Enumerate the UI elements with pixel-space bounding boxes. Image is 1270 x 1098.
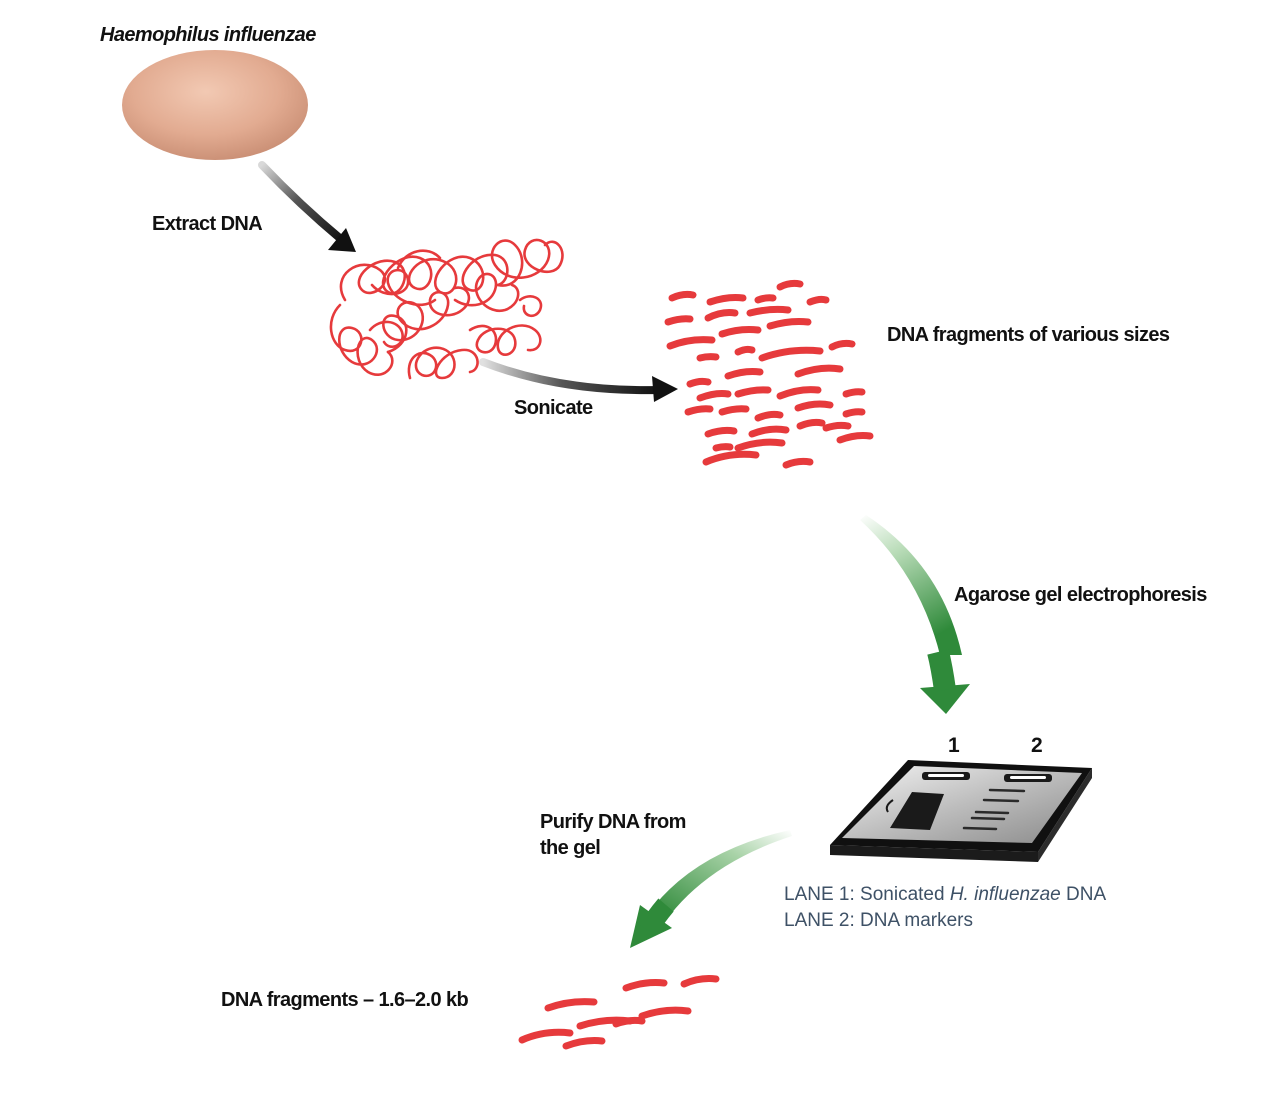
lane-1-caption-organism: H. influenzae xyxy=(949,884,1061,905)
lane-1-smear xyxy=(890,792,944,830)
extract-arrow xyxy=(258,161,356,252)
purify-label-line2: the gel xyxy=(540,837,601,859)
lane-2-caption: LANE 2: DNA markers xyxy=(784,910,973,932)
electrophoresis-arrow xyxy=(860,515,970,714)
fragments-various-label: DNA fragments of various sizes xyxy=(887,324,1170,346)
lane-1-number: 1 xyxy=(948,734,960,757)
electrophoresis-label: Agarose gel electrophoresis xyxy=(954,584,1207,606)
lane-1-caption-suffix: DNA xyxy=(1060,884,1107,905)
lane-1-caption: LANE 1: Sonicated H. influenzae DNA xyxy=(784,884,1106,906)
sonicated-fragments xyxy=(664,279,874,469)
extract-dna-label: Extract DNA xyxy=(152,213,263,235)
lane-2-caption-text: LANE 2: DNA markers xyxy=(784,910,973,931)
bacterium-cell xyxy=(122,50,308,160)
lane-2-number: 2 xyxy=(1031,734,1043,757)
purified-fragments xyxy=(518,975,720,1050)
purify-label-line1: Purify DNA from xyxy=(540,811,686,833)
lane-2-marker-bands xyxy=(962,788,1026,831)
sonicate-label: Sonicate xyxy=(514,397,593,419)
tangled-genomic-dna xyxy=(329,238,564,380)
organism-label: Haemophilus influenzae xyxy=(100,24,316,46)
lane-1-caption-prefix: LANE 1: Sonicated xyxy=(784,884,950,905)
purify-arrow xyxy=(630,830,792,948)
agarose-gel xyxy=(830,760,1092,862)
final-fragments-label: DNA fragments – 1.6–2.0 kb xyxy=(221,989,469,1011)
sonicate-arrow xyxy=(479,358,678,402)
